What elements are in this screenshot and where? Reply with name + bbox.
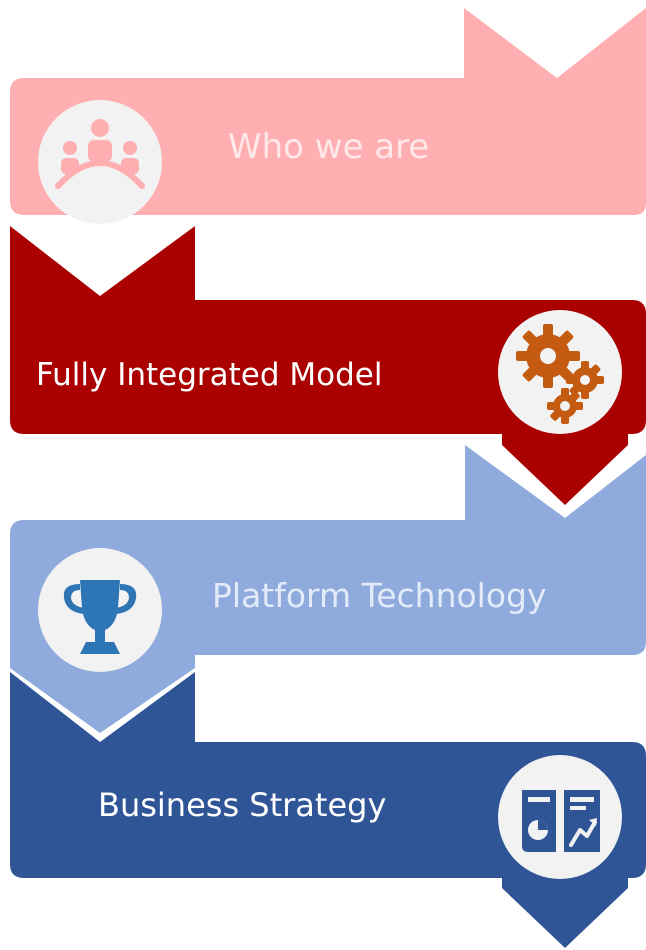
report-chart-icon	[498, 755, 622, 879]
step-3-arrow	[10, 445, 646, 733]
step-1-arrow	[10, 8, 646, 215]
step-3-label: Platform Technology	[212, 576, 547, 615]
step-4-arrow	[10, 672, 646, 948]
step-1-label: Who we are	[228, 127, 430, 167]
gears-icon	[498, 310, 622, 434]
step-2-arrow	[10, 226, 646, 505]
step-2-label: Fully Integrated Model	[36, 357, 383, 393]
step-4-label: Business Strategy	[98, 786, 387, 824]
team-meeting-icon	[38, 100, 162, 224]
trophy-icon	[38, 548, 162, 672]
